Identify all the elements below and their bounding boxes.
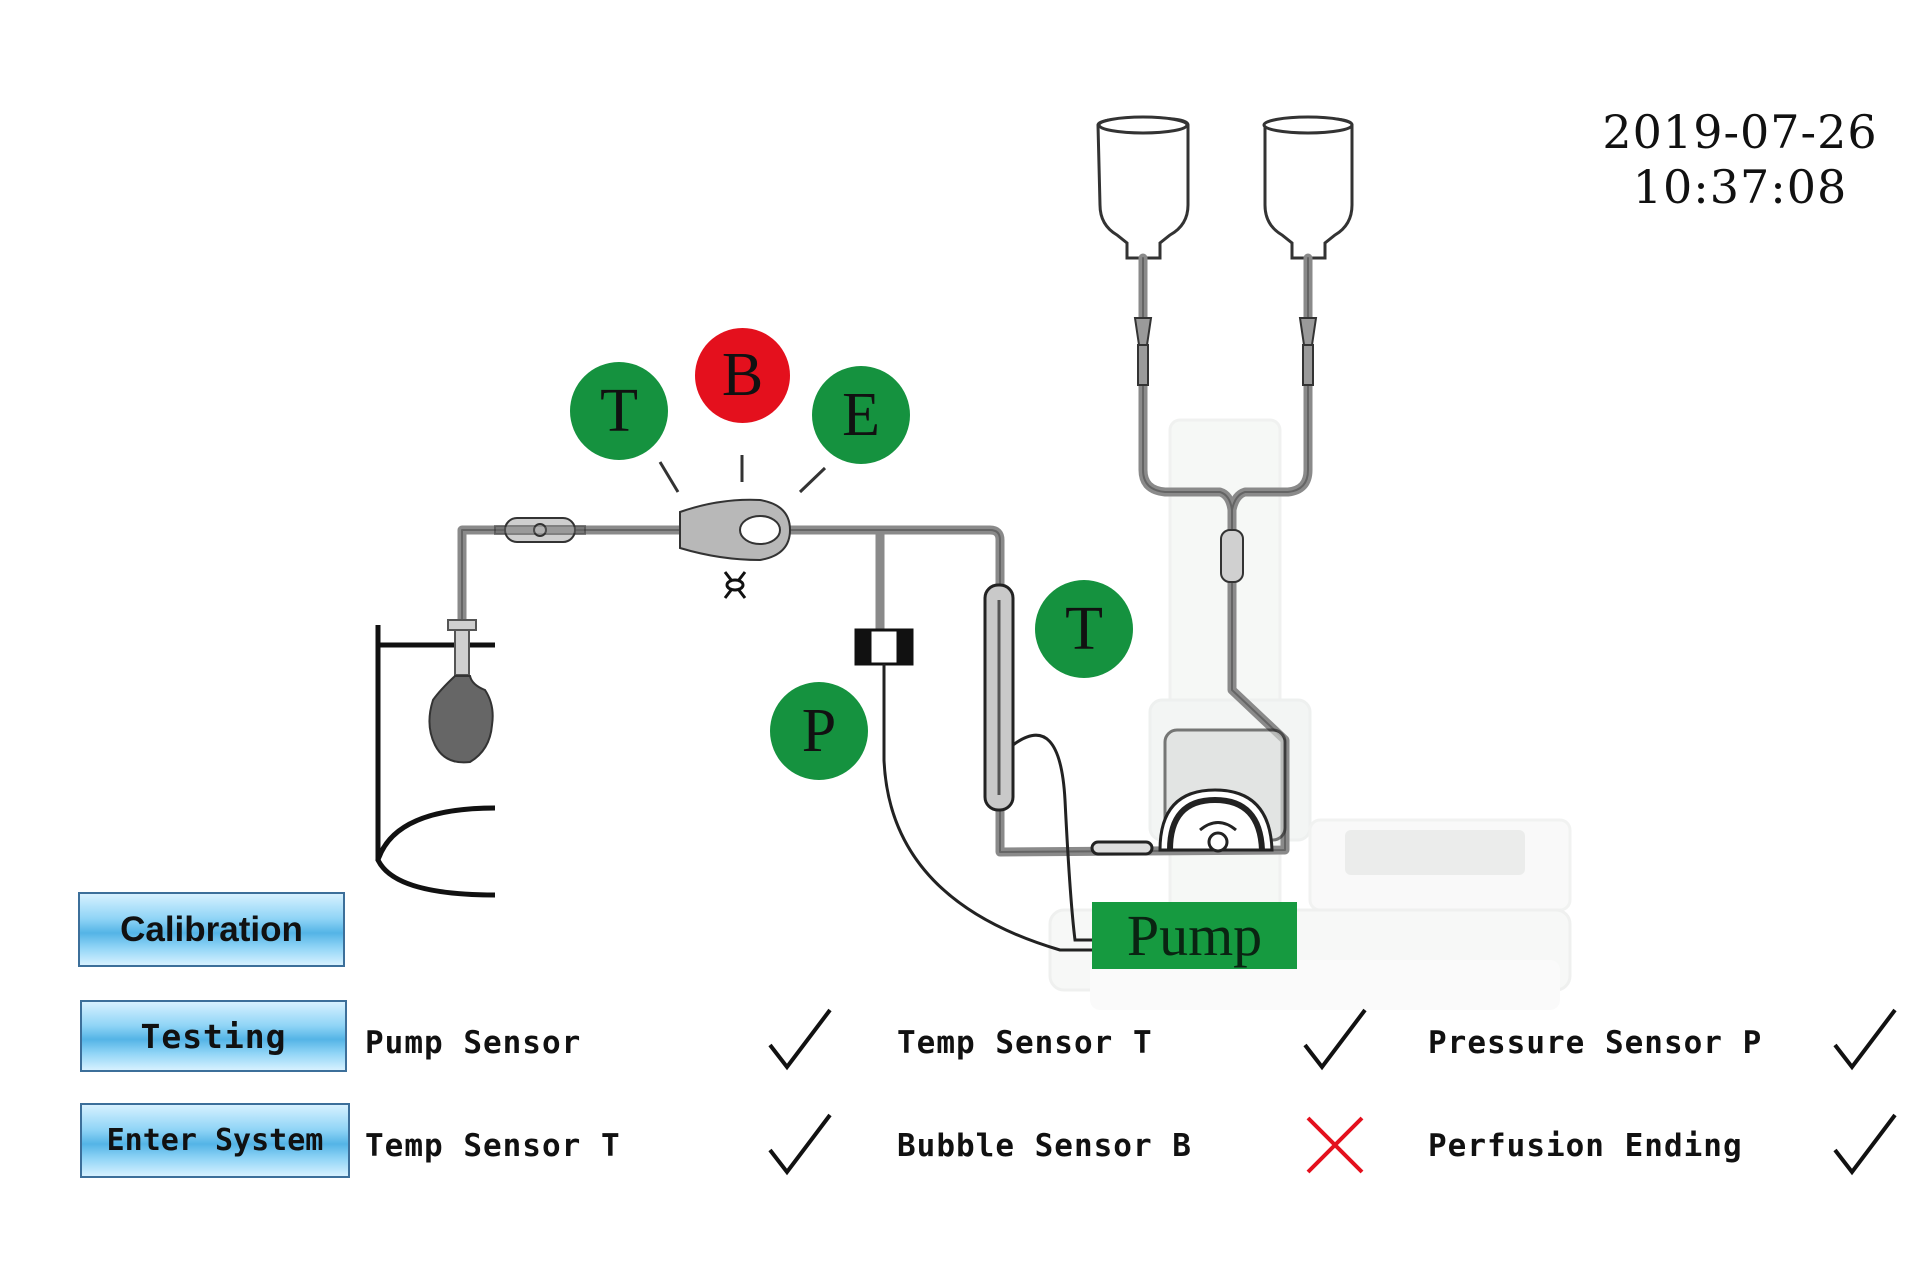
peristaltic-pump: [1090, 728, 1287, 856]
node-letter: T: [600, 376, 638, 445]
testing-button[interactable]: Testing: [80, 1000, 347, 1072]
sensor-label-temp-t-2: Temp Sensor T: [365, 1128, 621, 1164]
valve-icon: [723, 571, 747, 599]
pressure-cable: [882, 664, 1092, 952]
sensor-label-pump: Pump Sensor: [365, 1025, 582, 1061]
fluid-bag-right: [1262, 115, 1354, 260]
node-letter: P: [801, 696, 837, 765]
heat-exchanger: [983, 583, 1015, 812]
sensor-leads: [658, 455, 827, 494]
checkmark-icon: [768, 1008, 832, 1071]
fluid-bag-left: [1096, 115, 1190, 260]
temp-sensor-node-inlet: T: [570, 362, 668, 460]
checkmark-icon: [768, 1113, 832, 1176]
inline-connector: [494, 517, 586, 543]
organ-stand: [375, 625, 496, 898]
pump-label: Pump: [1092, 902, 1297, 969]
sensor-label-temp-t: Temp Sensor T: [897, 1025, 1153, 1061]
sensor-label-pressure-p: Pressure Sensor P: [1428, 1025, 1763, 1061]
time-text: 10:37:08: [1632, 160, 1848, 214]
enter-system-button[interactable]: Enter System: [80, 1103, 350, 1178]
calibration-button[interactable]: Calibration: [78, 892, 345, 967]
sensor-label-bubble-b: Bubble Sensor B: [897, 1128, 1192, 1164]
temp-sensor-node-exchanger: T: [1035, 580, 1133, 678]
datetime-display: 2019-07-26 10:37:08: [1560, 105, 1920, 215]
pressure-sensor-node: P: [770, 682, 868, 780]
checkmark-icon: [1303, 1008, 1367, 1071]
node-letter: B: [721, 341, 764, 409]
drip-clamps: [1133, 317, 1318, 583]
checkmark-icon: [1833, 1113, 1897, 1176]
heart-icon: [428, 675, 494, 764]
e-sensor-node: E: [812, 366, 910, 464]
bubble-sensor-node: B: [695, 328, 790, 423]
checkmark-icon: [1833, 1008, 1897, 1071]
sensor-label-perfusion-ending: Perfusion Ending: [1428, 1128, 1743, 1164]
node-letter: E: [842, 380, 880, 449]
bubble-trap: [679, 498, 792, 562]
cross-icon: [1306, 1116, 1364, 1174]
temp-cable: [1012, 733, 1092, 942]
node-letter: T: [1065, 594, 1103, 663]
pressure-transducer: [854, 628, 914, 666]
date-text: 2019-07-26: [1602, 105, 1878, 159]
